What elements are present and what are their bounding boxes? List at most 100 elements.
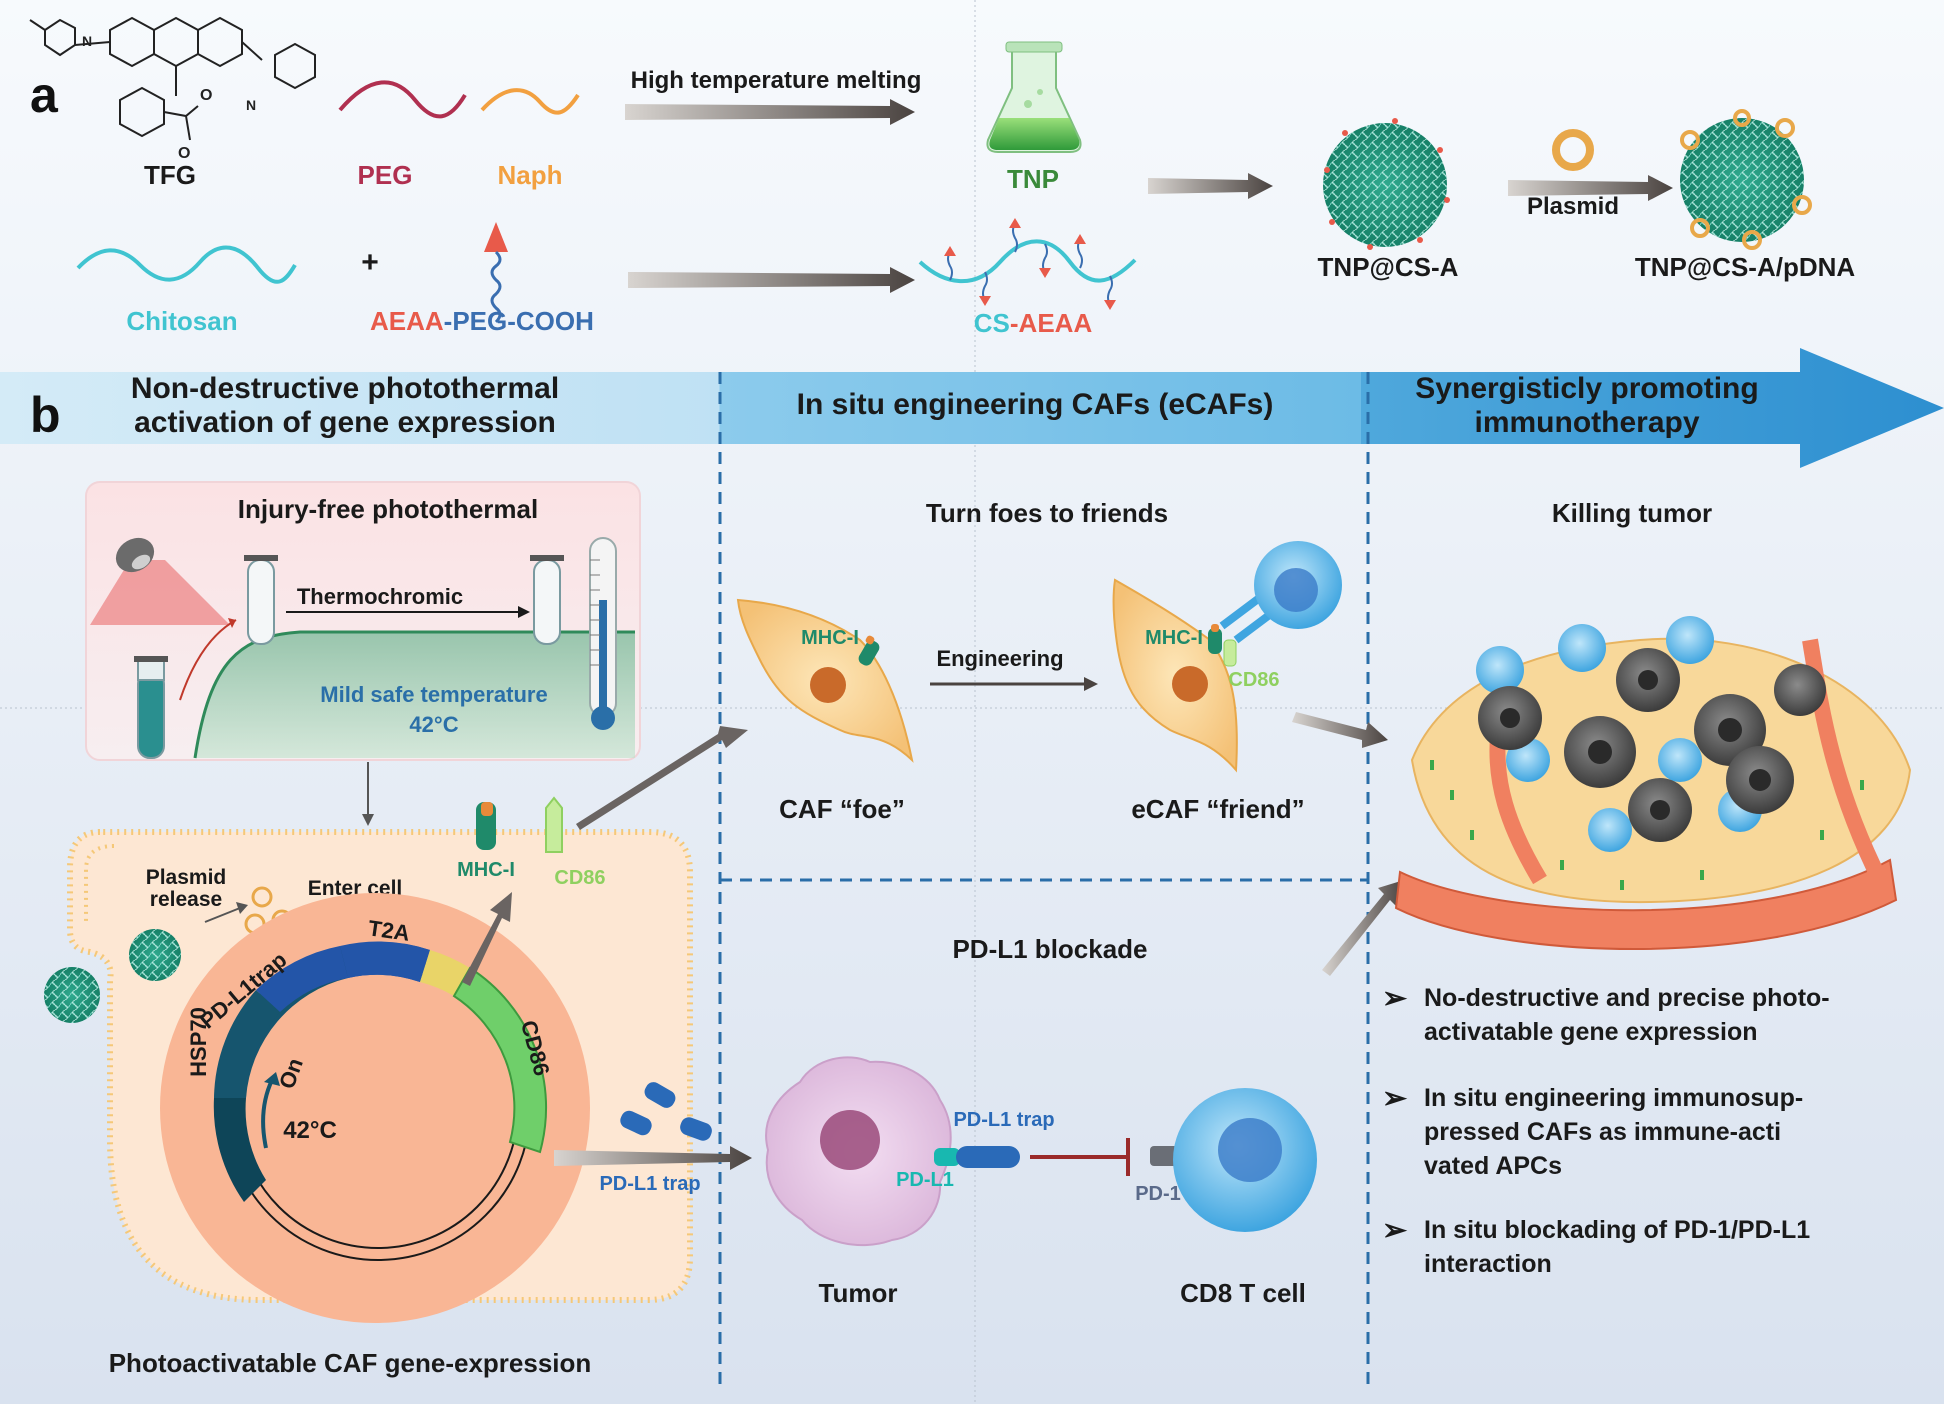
vessel-branch-2 xyxy=(1802,638,1888,884)
mild-temp-line1: Mild safe temperature xyxy=(320,682,547,707)
release-arrow-head xyxy=(236,902,248,914)
killing-t-cell xyxy=(1476,646,1524,694)
engineering-label: Engineering xyxy=(936,646,1063,671)
segment-t2a-label: T2A xyxy=(367,915,412,946)
nanoparticle-entering xyxy=(129,929,181,981)
bullet-glyph: ➢ xyxy=(1382,982,1408,1015)
tfg-molecule: O O N N xyxy=(29,16,316,162)
thermometer-icon xyxy=(589,537,617,730)
tnp-label: TNP xyxy=(1007,164,1059,194)
on-arrow-head xyxy=(264,1072,280,1086)
conjugation-arrow xyxy=(628,267,915,293)
ecaf-mhc-icon xyxy=(1208,624,1222,654)
tnp-cs-a-nanoparticle xyxy=(1323,118,1450,250)
pdl1-receptor-icon xyxy=(934,1148,960,1166)
mild-temp-line2: 42°C xyxy=(409,712,458,737)
arrow-to-mhc xyxy=(462,892,512,986)
peg-wave xyxy=(338,80,467,119)
heating-arrow xyxy=(179,619,237,701)
melting-arrow xyxy=(625,99,915,125)
aeaa-text: AEAA xyxy=(370,306,444,336)
caf-foe-nucleus xyxy=(810,667,846,703)
blockade-pd1-label: PD-1 xyxy=(1135,1183,1181,1205)
tumor-nucleus xyxy=(820,1110,880,1170)
nanoparticle-outside xyxy=(44,967,100,1023)
aeaa-peg-cooh-icon xyxy=(484,222,508,324)
plasmid-ring-icon xyxy=(1552,129,1594,171)
test-tube-before-icon xyxy=(134,656,168,759)
cs-aeaa-polymer xyxy=(918,218,1137,310)
heating-arrow-head xyxy=(228,618,236,628)
segment-pdl1trap-ext xyxy=(340,941,430,982)
cs-text: CS xyxy=(974,308,1010,338)
dying-tumor-cell xyxy=(1774,664,1826,716)
cell-cd86-label: CD86 xyxy=(554,867,605,889)
mhc-i-receptor-icon xyxy=(476,802,496,850)
stage1-title-line2: activation of gene expression xyxy=(134,406,556,439)
temperature-curve xyxy=(193,630,635,759)
bullet-2-line3: vated APCs xyxy=(1424,1152,1562,1180)
arrow-to-tumor xyxy=(554,1146,752,1170)
bullet-2-line2: pressed CAFs as immune-acti xyxy=(1424,1118,1781,1146)
killing-title: Killing tumor xyxy=(1552,498,1712,528)
svg-text:O: O xyxy=(200,87,212,104)
temperature-curve-fill xyxy=(195,632,635,758)
segment-t2a xyxy=(420,950,470,996)
thermochromic-arrow-head xyxy=(518,606,530,618)
panel-b-letter: b xyxy=(30,387,61,443)
tnp-cs-a-label: TNP@CS-A xyxy=(1318,252,1459,282)
segment-pdl1trap xyxy=(256,946,348,1012)
summary-bullets: ➢ No-destructive and precise photo- acti… xyxy=(1382,982,1830,1278)
arrow-ecaf-to-killing xyxy=(1292,712,1388,748)
stage-banner-arrow xyxy=(0,348,1944,468)
svg-text:N: N xyxy=(246,97,256,113)
cell-mhc-label: MHC-I xyxy=(457,859,515,881)
pd1-receptor-icon xyxy=(1150,1146,1178,1166)
tumor-label: Tumor xyxy=(819,1278,898,1308)
plasmid-label: Plasmid xyxy=(1527,193,1619,220)
killing-t-cell xyxy=(1666,616,1714,664)
bullet-3-line1: In situ blockading of PD-1/PD-L1 xyxy=(1424,1216,1810,1244)
engineering-title: Turn foes to friends xyxy=(926,498,1168,528)
laser-lamp-icon xyxy=(90,537,230,625)
ecaf-cd86-label: CD86 xyxy=(1228,669,1279,691)
bullet-2-line1: In situ engineering immunosup- xyxy=(1424,1084,1803,1112)
ecaf-cd86-icon xyxy=(1223,639,1237,667)
cell-caption: Photoactivatable CAF gene-expression xyxy=(109,1348,592,1378)
arrow-blockade-to-killing xyxy=(1322,880,1404,976)
cd86-receptor-icon xyxy=(545,796,563,853)
test-tube-final-icon xyxy=(530,555,564,645)
plasmid-arrow xyxy=(1508,175,1673,201)
bullet-1-line1: No-destructive and precise photo- xyxy=(1424,984,1830,1012)
svg-text:N: N xyxy=(82,33,92,49)
segment-hsp70-top xyxy=(214,990,280,1098)
aeaa-peg-cooh-label: AEAA-PEG-COOH xyxy=(370,306,594,336)
tnp-cs-a-pdna-label: TNP@CS-A/pDNA xyxy=(1635,252,1856,282)
engineering-arrow-head xyxy=(1084,677,1098,691)
chitosan-label: Chitosan xyxy=(126,306,237,336)
naph-label: Naph xyxy=(498,160,563,190)
peg-cooh-text: -PEG-COOH xyxy=(444,306,594,336)
release-arrow xyxy=(204,907,241,923)
segment-hsp70-end xyxy=(213,1098,266,1202)
cd8-t-cell-label: CD8 T cell xyxy=(1180,1278,1306,1308)
stage1-title-line1: Non-destructive photothermal xyxy=(131,372,559,405)
pdl1-trap-release-label: PD-L1 trap xyxy=(599,1173,700,1195)
ecaf-friend-nucleus xyxy=(1172,666,1208,702)
pdl1-trap-bound-icon xyxy=(956,1146,1020,1168)
killing-t-cell xyxy=(1558,624,1606,672)
bullet-1-line2: activatable gene expression xyxy=(1424,1018,1757,1046)
ecaf-t-cell-nucleus xyxy=(1274,568,1318,612)
stage3-title-line2: immunotherapy xyxy=(1474,406,1699,439)
stage2-title: In situ engineering CAFs (eCAFs) xyxy=(797,388,1274,421)
bullet-glyph: ➢ xyxy=(1382,1214,1408,1247)
pdl1-trap-molecules-icon xyxy=(620,1082,712,1141)
segment-hsp70-label: HSP70 xyxy=(186,1007,211,1077)
blockade-pdl1-trap-label: PD-L1 trap xyxy=(953,1109,1054,1131)
summary-bullet-1: ➢ No-destructive and precise photo- acti… xyxy=(1382,982,1830,1046)
photothermal-connector-head xyxy=(362,814,374,826)
chitosan-wave xyxy=(76,245,297,284)
plasmid-release-line2: release xyxy=(150,888,222,911)
killing-t-cell xyxy=(1588,808,1632,852)
